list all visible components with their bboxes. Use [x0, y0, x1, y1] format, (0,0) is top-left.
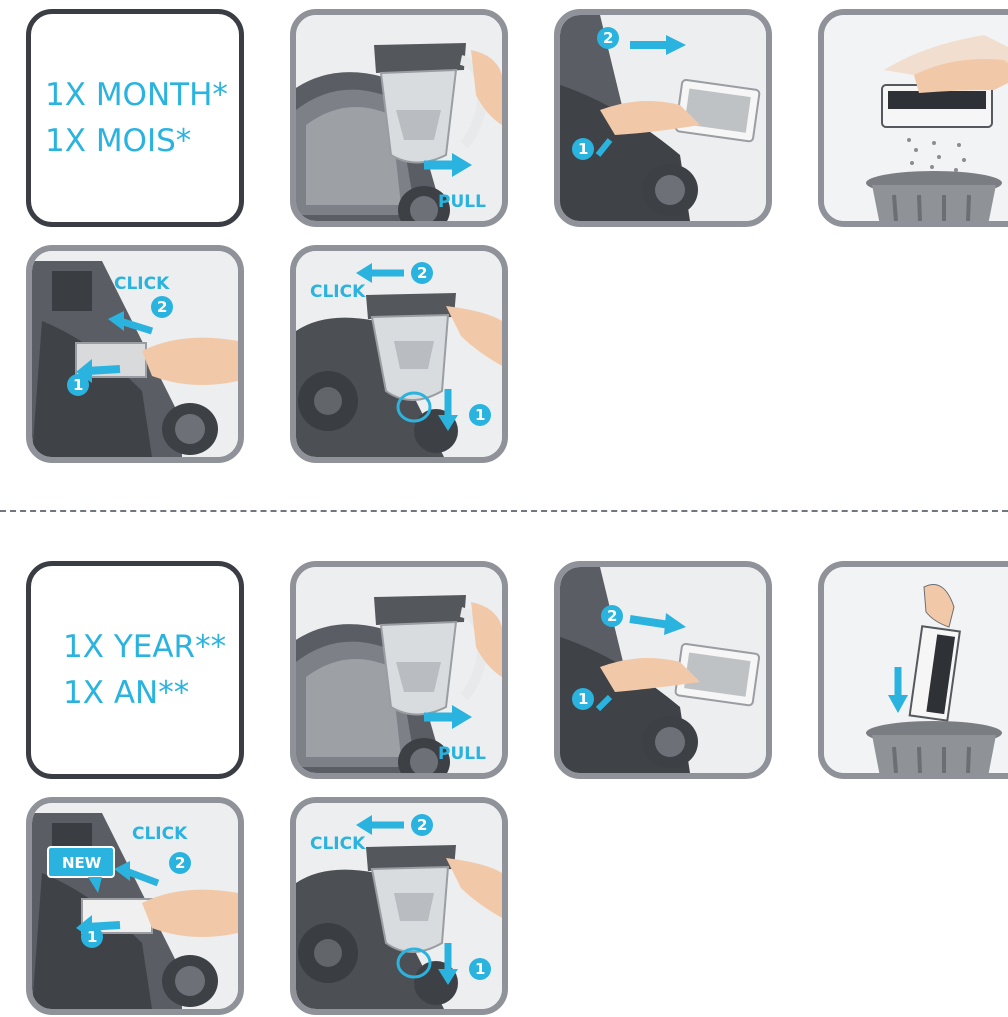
step-badge-2: 2 [417, 264, 427, 282]
container-reattach-illustration: CLICK 2 1 [296, 803, 502, 1009]
click-label: CLICK [132, 824, 188, 844]
new-filter-insert-illustration: NEW CLICK 2 1 [32, 803, 238, 1009]
step-insert-new-filter: NEW CLICK 2 1 [26, 797, 244, 1015]
monthly-frequency-panel: 1X MONTH* 1X MOIS* [26, 9, 244, 227]
step-remove-filter: 2 1 [554, 9, 772, 227]
step-reinsert-filter: CLICK 2 1 [26, 245, 244, 463]
click-label: CLICK [310, 834, 366, 854]
yearly-frequency-panel: 1X YEAR** 1X AN** [26, 561, 244, 779]
filter-discard-illustration [824, 567, 1008, 773]
filter-removal-illustration: 2 1 [560, 567, 766, 773]
frequency-line-fr: 1X MOIS* [45, 118, 228, 164]
step-remove-container: PULL [290, 9, 508, 227]
filter-tapping-illustration [824, 15, 1008, 221]
vacuum-pull-illustration: PULL [296, 567, 502, 773]
step-badge-2: 2 [417, 816, 427, 834]
step-badge-2: 2 [607, 607, 617, 625]
click-label: CLICK [310, 282, 366, 302]
new-tag: NEW [62, 854, 102, 872]
step-reattach-container: CLICK 2 1 [290, 797, 508, 1015]
step-badge-1: 1 [73, 376, 83, 394]
vacuum-pull-illustration: PULL [296, 15, 502, 221]
step-badge-2: 2 [157, 298, 167, 316]
frequency-line-en: 1X MONTH* [45, 72, 228, 118]
frequency-line-en: 1X YEAR** [63, 624, 226, 670]
click-label: CLICK [114, 274, 170, 294]
step-badge-2: 2 [175, 854, 185, 872]
step-badge-1: 1 [578, 690, 588, 708]
container-reattach-illustration: CLICK 2 1 [296, 251, 502, 457]
step-reattach-container: CLICK 2 1 [290, 245, 508, 463]
step-badge-1: 1 [578, 140, 588, 158]
section-divider [0, 510, 1008, 512]
frequency-line-fr: 1X AN** [63, 670, 226, 716]
pull-label: PULL [438, 192, 486, 212]
step-remove-container: PULL [290, 561, 508, 779]
step-badge-2: 2 [603, 29, 613, 47]
step-badge-1: 1 [475, 960, 485, 978]
step-badge-1: 1 [87, 928, 97, 946]
step-replace-filter [818, 561, 1008, 779]
step-badge-1: 1 [475, 406, 485, 424]
step-remove-filter: 2 1 [554, 561, 772, 779]
pull-label: PULL [438, 744, 486, 764]
step-clean-filter [818, 9, 1008, 227]
filter-removal-illustration: 2 1 [560, 15, 766, 221]
filter-insert-illustration: CLICK 2 1 [32, 251, 238, 457]
